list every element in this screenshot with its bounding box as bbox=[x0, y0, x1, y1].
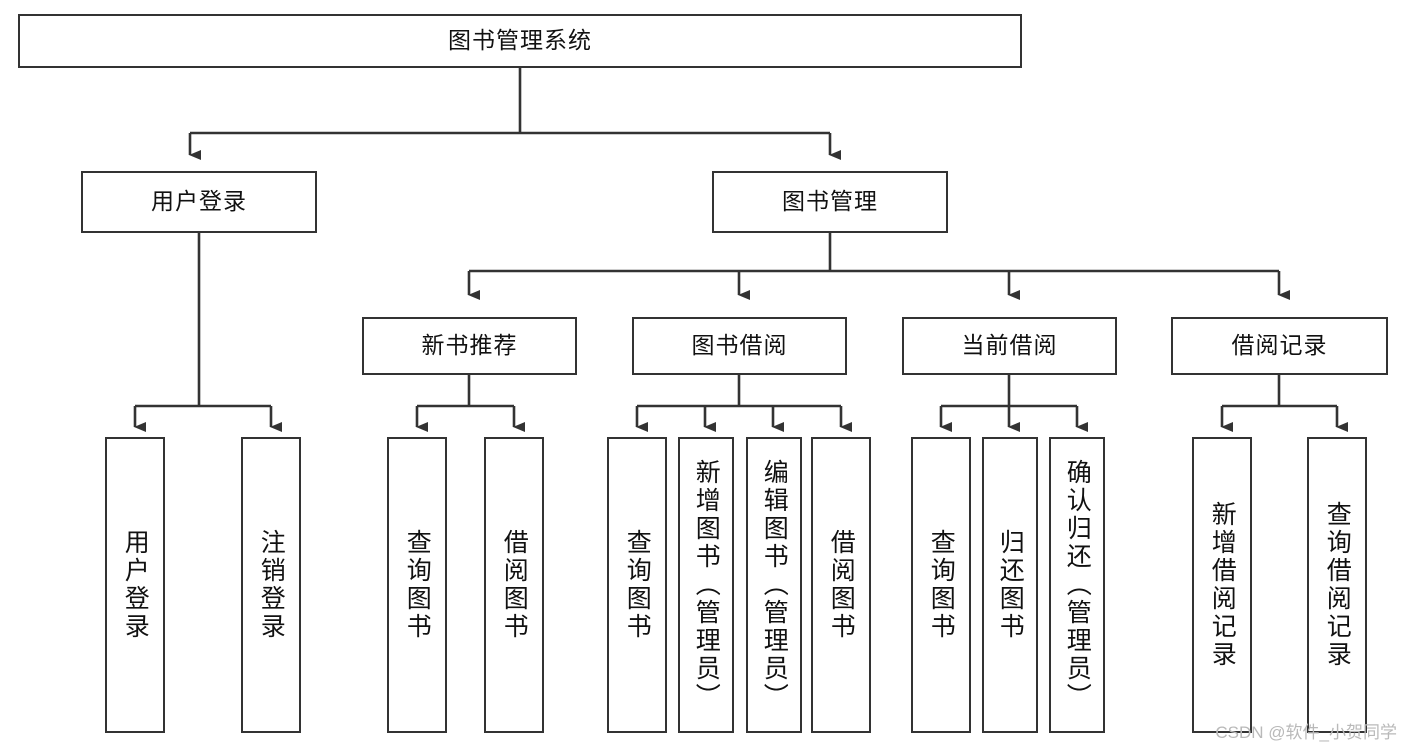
leaf-user-login[interactable]: 用户登录 bbox=[105, 437, 165, 733]
leaf-user-logout-label: 注销登录 bbox=[257, 529, 286, 641]
leaf-query-book-3-label: 查询图书 bbox=[927, 529, 956, 641]
leaf-add-book[interactable]: 新增图书（管理员） bbox=[678, 437, 734, 733]
leaf-borrow-book-1-label: 借阅图书 bbox=[500, 529, 529, 641]
leaf-query-book-1-label: 查询图书 bbox=[403, 529, 432, 641]
leaf-user-logout[interactable]: 注销登录 bbox=[241, 437, 301, 733]
leaf-borrow-book-1[interactable]: 借阅图书 bbox=[484, 437, 544, 733]
leaf-add-book-label: 新增图书（管理员） bbox=[692, 459, 721, 711]
leaf-query-record[interactable]: 查询借阅记录 bbox=[1307, 437, 1367, 733]
leaf-query-book-3[interactable]: 查询图书 bbox=[911, 437, 971, 733]
leaf-borrow-book-2[interactable]: 借阅图书 bbox=[811, 437, 871, 733]
leaf-borrow-book-2-label: 借阅图书 bbox=[827, 529, 856, 641]
leaf-add-record-label: 新增借阅记录 bbox=[1208, 501, 1237, 669]
node-book-borrow-label: 图书借阅 bbox=[691, 332, 788, 359]
node-root[interactable]: 图书管理系统 bbox=[18, 14, 1022, 68]
leaf-query-book-2[interactable]: 查询图书 bbox=[607, 437, 667, 733]
leaf-confirm-return-label: 确认归还（管理员） bbox=[1063, 459, 1092, 711]
leaf-query-book-1[interactable]: 查询图书 bbox=[387, 437, 447, 733]
node-root-label: 图书管理系统 bbox=[448, 27, 592, 54]
node-user-login[interactable]: 用户登录 bbox=[81, 171, 317, 233]
watermark: CSDN @软件_小贺同学 bbox=[1215, 723, 1397, 742]
node-book-borrow[interactable]: 图书借阅 bbox=[632, 317, 847, 375]
node-current-borrow-label: 当前借阅 bbox=[961, 332, 1058, 359]
leaf-return-book[interactable]: 归还图书 bbox=[982, 437, 1038, 733]
node-new-book-recommend-label: 新书推荐 bbox=[421, 332, 518, 359]
node-borrow-record-label: 借阅记录 bbox=[1231, 332, 1328, 359]
leaf-confirm-return[interactable]: 确认归还（管理员） bbox=[1049, 437, 1105, 733]
node-borrow-record[interactable]: 借阅记录 bbox=[1171, 317, 1388, 375]
leaf-user-login-label: 用户登录 bbox=[121, 529, 150, 641]
node-new-book-recommend[interactable]: 新书推荐 bbox=[362, 317, 577, 375]
leaf-query-book-2-label: 查询图书 bbox=[623, 529, 652, 641]
node-book-management[interactable]: 图书管理 bbox=[712, 171, 948, 233]
leaf-edit-book-label: 编辑图书（管理员） bbox=[760, 459, 789, 711]
leaf-edit-book[interactable]: 编辑图书（管理员） bbox=[746, 437, 802, 733]
node-current-borrow[interactable]: 当前借阅 bbox=[902, 317, 1117, 375]
node-book-management-label: 图书管理 bbox=[782, 188, 878, 215]
leaf-query-record-label: 查询借阅记录 bbox=[1323, 501, 1352, 669]
leaf-return-book-label: 归还图书 bbox=[996, 529, 1025, 641]
node-user-login-label: 用户登录 bbox=[151, 188, 247, 215]
leaf-add-record[interactable]: 新增借阅记录 bbox=[1192, 437, 1252, 733]
